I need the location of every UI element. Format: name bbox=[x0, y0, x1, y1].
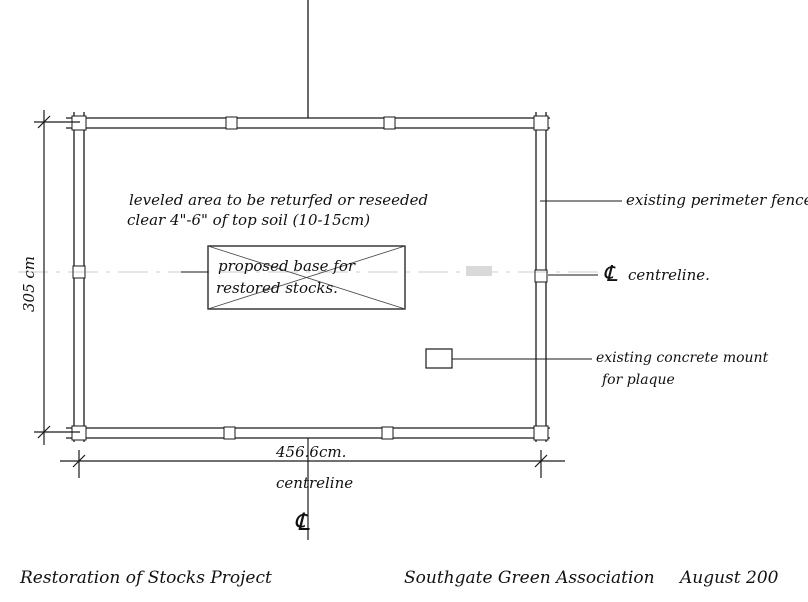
footer-date: August 200 bbox=[678, 568, 779, 588]
fence-post bbox=[533, 115, 549, 131]
bottom-centreline-label: centreline bbox=[276, 474, 353, 492]
height-dimension bbox=[34, 110, 80, 445]
fence-post bbox=[533, 425, 549, 441]
centreline-right-symbol: ℄ bbox=[603, 262, 618, 287]
bottom-centreline-symbol: ℄ bbox=[294, 508, 310, 536]
proposed-base bbox=[181, 245, 406, 310]
base-label-line1: proposed base for bbox=[218, 257, 356, 275]
fence-post bbox=[72, 265, 86, 279]
fence-post bbox=[223, 426, 236, 440]
fence-post bbox=[71, 115, 87, 131]
base-label-line2: restored stocks. bbox=[216, 279, 338, 297]
fence-post bbox=[381, 426, 394, 440]
concrete-mount bbox=[425, 348, 453, 369]
height-dimension-label: 305 cm bbox=[20, 256, 38, 312]
fence-post bbox=[71, 425, 87, 441]
fence-label: existing perimeter fence bbox=[626, 191, 808, 209]
fence-post bbox=[534, 269, 548, 283]
faint-mark bbox=[466, 266, 492, 276]
area-note-line2: clear 4"-6" of top soil (10-15cm) bbox=[127, 211, 370, 229]
fence-posts bbox=[71, 115, 549, 441]
centreline-right-label: centreline. bbox=[628, 266, 710, 284]
footer-association: Southgate Green Association bbox=[404, 568, 655, 588]
fence-post bbox=[383, 116, 396, 130]
width-dimension-label: 456.6cm. bbox=[275, 443, 346, 461]
mount-label-line1: existing concrete mount bbox=[596, 350, 769, 366]
area-note-line1: leveled area to be returfed or reseeded bbox=[129, 191, 428, 209]
fence-post bbox=[225, 116, 238, 130]
width-dimension bbox=[60, 450, 565, 478]
footer-project: Restoration of Stocks Project bbox=[19, 568, 272, 588]
mount-label-line2: for plaque bbox=[601, 372, 675, 388]
